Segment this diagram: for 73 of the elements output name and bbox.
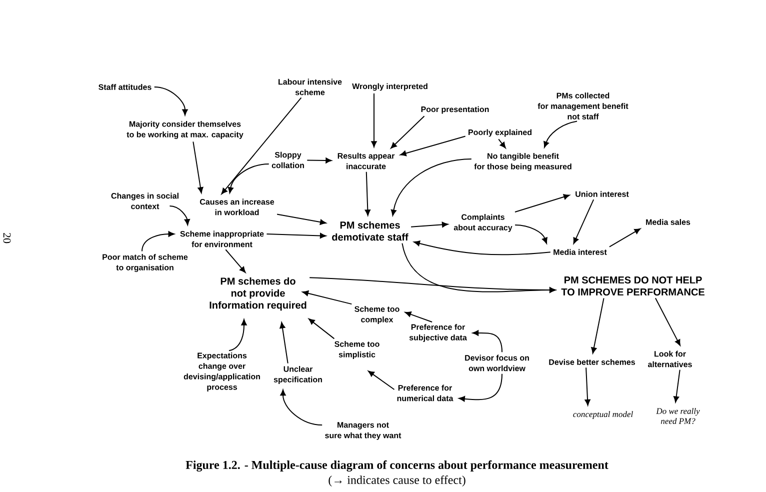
arrow [608,228,641,248]
arrow [591,298,604,354]
arrow [544,120,578,148]
cause-label: Poor presentation [421,106,489,114]
arrow [225,249,246,273]
arrow [308,318,335,340]
arrow [514,224,548,244]
key-issue-label: PM schemes do not provide Information required [210,277,306,311]
arrow [410,222,448,228]
arrow [368,370,395,390]
cause-label: Look for alternatives [648,350,692,368]
cause-label: Preference for subjective data [409,324,467,342]
arrow [654,298,680,346]
cause-label: Preference for numerical data [397,384,454,402]
cause-label: Majority consider themselves to be working at max. capacity [126,120,244,139]
arrow [280,389,323,426]
cause-label: No tangible benefit for those being measured [474,152,572,171]
cause-label: Sloppy collation [272,152,304,168]
arrow [266,232,326,238]
arrow [309,277,556,293]
arrow [414,240,551,256]
cause-label: Scheme inappropriate for environment [180,230,264,248]
cause-label: Changes in social context [111,192,178,210]
cause-label: Unclear specification [274,366,322,384]
arrow [458,373,502,402]
arrow [306,158,332,164]
arrow [142,231,174,252]
arrow [584,367,590,406]
cause-label: Managers not sure what they want [325,422,402,440]
arrow [228,164,270,194]
cause-label: Media interest [554,249,607,255]
arrow [404,312,433,322]
cause-label: Union interest [576,191,629,197]
arrow [221,97,302,194]
arrow [673,369,680,403]
cause-label: Poor match of scheme to organisation [102,254,188,272]
cause-label: Scheme too simplistic [334,341,380,359]
arrow [498,138,506,148]
cause-label: Devisor focus on own worldview [465,354,529,372]
cause-label: Labour intensive scheme [278,78,342,96]
key-issue-label: PM schemes demotivate staff [332,221,408,241]
cause-label: Scheme too complex [354,306,400,324]
arrow [390,116,425,149]
cause-label: Staff attitudes [98,84,152,90]
caption: Figure 1.2. - Multiple-cause diagram of concerns about performance measurement [186,460,608,472]
arrow [169,206,190,226]
arrow [154,86,188,116]
arrow [514,194,570,213]
cause-label: Wrongly interpreted [352,83,428,91]
caption-note: (→ indicates cause to effect) [328,475,466,486]
cause-label: Expectations change over devising/application process [184,352,260,392]
arrow [371,92,377,148]
arrow [573,199,594,244]
italic-label: conceptual model [573,411,633,419]
cause-label: Results appear inaccurate [338,152,395,170]
cause-label: Complaints about accuracy [454,214,512,232]
arrow [364,171,370,216]
arrow [192,141,204,194]
cause-label: Poorly explained [468,129,532,137]
cause-label: PMs collected for management benefit not staff [538,92,628,120]
arrow [302,290,352,305]
arrow [400,136,466,156]
page-number: 20 [3,232,11,244]
arrow [390,158,472,216]
arrow [280,322,288,364]
arrow [276,214,326,225]
cause-label: Devise better schemes [549,359,636,365]
italic-label: Do we really need PM? [656,408,700,424]
cause-label: Causes an increase in workload [200,198,274,216]
key-issue-label: PM SCHEMES DO NOT HELP TO IMPROVE PERFORMANCE [561,276,704,296]
arrow [472,330,502,353]
cause-label: Media sales [646,219,690,225]
arrow [228,319,247,352]
